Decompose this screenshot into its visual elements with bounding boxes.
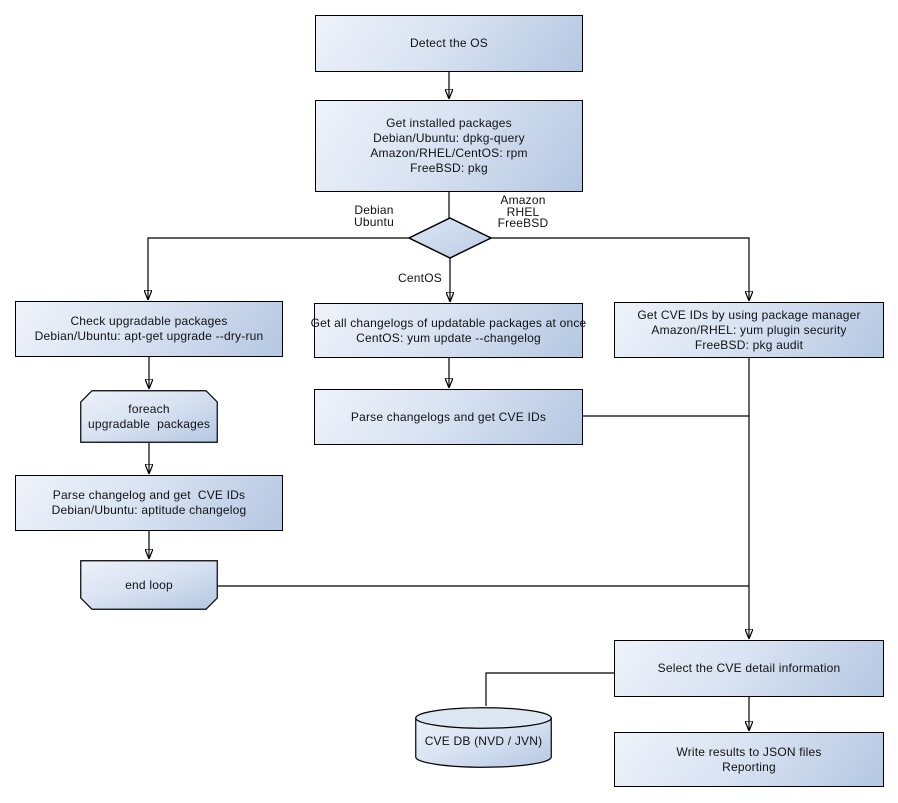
node-get-cve-ids-pkg-manager-label: Get CVE IDs by using package manager Ama… [637,307,861,352]
node-get-cve-ids-pkg-manager: Get CVE IDs by using package manager Ama… [614,302,884,358]
node-write-results: Write results to JSON files Reporting [614,732,884,787]
node-parse-changelogs-centos-label: Parse changelogs and get CVE IDs [350,409,547,424]
node-write-results-label: Write results to JSON files Reporting [676,744,822,774]
branch-label-amazon-rhel-freebsd: Amazon RHEL FreeBSD [497,193,549,230]
node-end-loop: end loop [80,560,218,610]
node-get-changelogs-centos: Get all changelogs of updatable packages… [311,303,586,358]
database-cylinder-shape [415,707,552,768]
loop-end-shape [80,560,218,610]
node-check-upgradable: Check upgradable packages Debian/Ubuntu:… [15,301,283,357]
edge-decision-to-get-cve-ids [491,237,749,300]
diamond-shape [407,217,493,259]
node-cve-db: CVE DB (NVD / JVN) [415,707,552,769]
node-get-changelogs-centos-label: Get all changelogs of updatable packages… [310,315,587,345]
node-parse-changelog-debian-label: Parse changelog and get CVE IDs Debian/U… [51,488,247,517]
node-detect-os: Detect the OS [315,15,583,72]
node-foreach-loop: foreach upgradable packages [80,390,218,443]
node-parse-changelogs-centos: Parse changelogs and get CVE IDs [314,389,583,445]
node-foreach-loop-label: foreach upgradable packages [87,401,211,431]
node-get-installed-packages-label: Get installed packages Debian/Ubuntu: dp… [370,116,528,175]
node-cve-db-label: CVE DB (NVD / JVN) [424,733,543,748]
loop-start-shape [80,390,218,443]
node-parse-changelog-debian: Parse changelog and get CVE IDs Debian/U… [15,475,283,531]
node-end-loop-label: end loop [125,577,173,592]
node-os-decision [407,216,493,260]
node-get-installed-packages: Get installed packages Debian/Ubuntu: dp… [315,100,583,192]
node-check-upgradable-label: Check upgradable packages Debian/Ubuntu:… [34,314,264,343]
node-select-cve-detail: Select the CVE detail information [614,640,884,697]
branch-label-debian-ubuntu: Debian Ubuntu [354,203,394,229]
node-detect-os-label: Detect the OS [410,36,488,50]
node-select-cve-detail-label: Select the CVE detail information [657,661,841,675]
edge-select-to-cvedb [485,672,614,706]
edge-decision-to-check-upgradable [148,237,409,299]
branch-label-centos: CentOS [398,271,442,285]
